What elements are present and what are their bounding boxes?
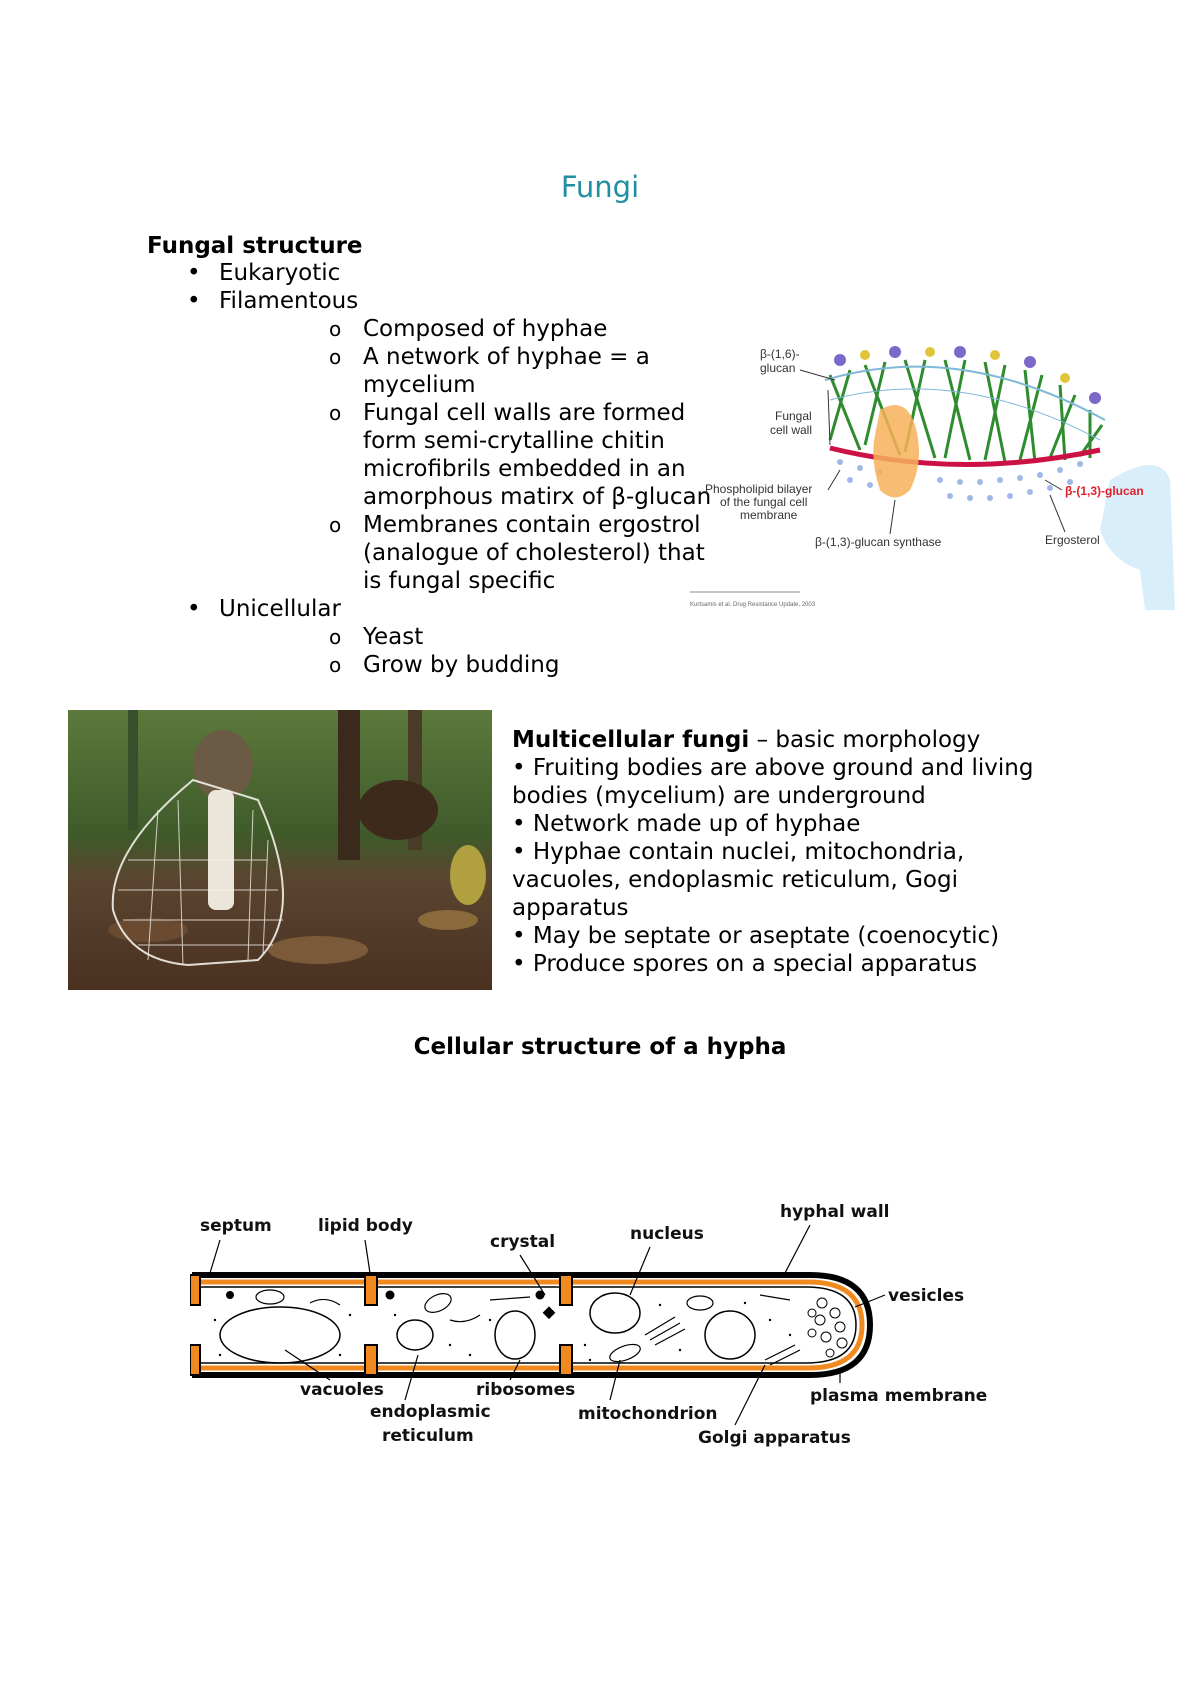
svg-text:glucan: glucan [760, 361, 795, 375]
label-er: endoplasmic [370, 1402, 491, 1422]
label-crystal: crystal [490, 1232, 555, 1252]
sub-list: Composed of hyphae A network of hyphae =… [219, 315, 711, 595]
membrane-glucan-layer [829, 445, 1101, 468]
phospholipid-bilayer [837, 459, 1083, 501]
background-silhouette [1100, 465, 1175, 610]
svg-text:Ergosterol: Ergosterol [1045, 533, 1100, 547]
fungal-cell-wall-diagram: β-(1,6)- glucan Fungal cell wall Phospho… [690, 346, 1175, 610]
svg-text:β-(1,3)-glucan synthase: β-(1,3)-glucan synthase [815, 535, 942, 549]
svg-text:cell wall: cell wall [770, 423, 812, 437]
list-item: Unicellular Yeast Grow by budding [147, 595, 667, 679]
bullet-line: • Fruiting bodies are above ground and l… [512, 755, 1034, 809]
bullet-line: • Network made up of hyphae [512, 811, 861, 837]
svg-text:membrane: membrane [740, 508, 798, 522]
svg-text:β-(1,3)-glucan: β-(1,3)-glucan [1065, 484, 1144, 498]
hypha-section-heading: Cellular structure of a hypha [413, 1034, 787, 1060]
vacuole [219, 1306, 341, 1364]
svg-text:Fungal: Fungal [775, 409, 812, 423]
svg-text:of the fungal cell: of the fungal cell [720, 495, 807, 509]
fungal-structure-section: Fungal structure Eukaryotic Filamentous … [147, 233, 711, 679]
fungal-structure-heading: Fungal structure [147, 233, 363, 259]
label-lipid-body: lipid body [318, 1216, 413, 1236]
svg-text:Phospholipid bilayer: Phospholipid bilayer [705, 482, 812, 496]
svg-text:Kurtsamis et al. Drug Resistan: Kurtsamis et al. Drug Resistance Update,… [690, 602, 816, 608]
septa [190, 1274, 573, 1376]
sub-list-item: Membranes contain ergostrol (analogue of… [219, 511, 723, 595]
list-item: Filamentous Composed of hyphae A network… [147, 287, 711, 595]
bullet-line: • Produce spores on a special apparatus [512, 951, 978, 977]
page-title: Fungi [560, 170, 640, 204]
label-mitochondrion: mitochondrion [578, 1404, 717, 1424]
sub-list-item: A network of hyphae = a mycelium [219, 343, 663, 399]
sub-list: Yeast Grow by budding [219, 623, 667, 679]
sub-list-item: Grow by budding [219, 651, 667, 679]
multicellular-fungi-section: Multicellular fungi – basic morphology •… [512, 726, 1072, 978]
bullet-line: • May be septate or aseptate (coenocytic… [512, 923, 1000, 949]
vesicles [807, 1297, 848, 1358]
label-golgi: Golgi apparatus [698, 1428, 851, 1448]
label-hyphal-wall: hyphal wall [780, 1202, 890, 1222]
list-item: Eukaryotic [147, 259, 667, 287]
label-er: reticulum [382, 1426, 474, 1446]
multicellular-heading: Multicellular fungi – basic morphology [512, 727, 981, 753]
label-septum: septum [200, 1216, 272, 1236]
label-plasma-membrane: plasma membrane [810, 1386, 987, 1406]
sub-list-item: Fungal cell walls are formed form semi-c… [219, 399, 733, 511]
nucleus [589, 1292, 641, 1334]
b16-glucan-tips [834, 346, 1101, 404]
vacuole [494, 1310, 536, 1360]
veiled-mushroom-photo [68, 710, 492, 990]
sub-list-item: Yeast [219, 623, 667, 651]
label-nucleus: nucleus [630, 1224, 704, 1244]
sub-list-item: Composed of hyphae [219, 315, 663, 343]
label-ribosomes: ribosomes [476, 1380, 575, 1400]
hypha-diagram: septum lipid body crystal nucleus hyphal… [190, 1202, 987, 1448]
label-vacuoles: vacuoles [300, 1380, 384, 1400]
glucan-synthase [873, 405, 919, 498]
hyphal-wall [192, 1272, 874, 1378]
label-vesicles: vesicles [888, 1286, 964, 1306]
bullet-line: • Hyphae contain nuclei, mitochondria, v… [512, 839, 965, 921]
plasma-membrane [192, 1279, 865, 1371]
fungal-structure-list: Eukaryotic Filamentous Composed of hypha… [147, 259, 711, 679]
svg-text:β-(1,6)-: β-(1,6)- [760, 347, 800, 361]
